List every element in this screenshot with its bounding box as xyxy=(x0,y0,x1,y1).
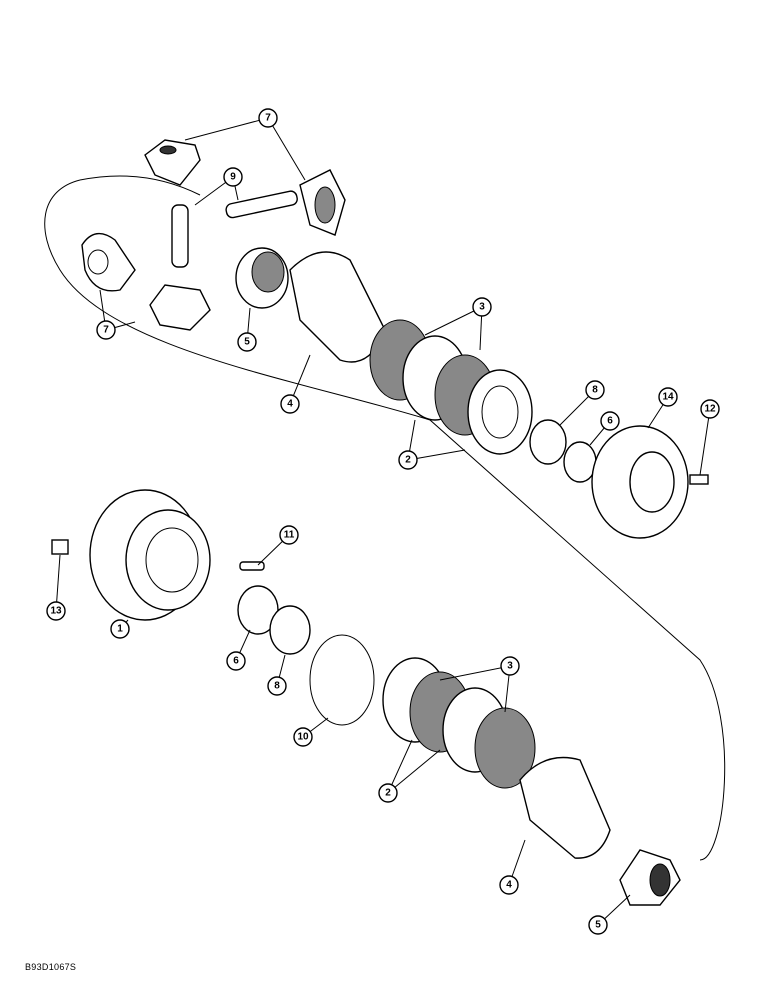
flange-hub-14 xyxy=(591,425,689,539)
callout-8: 8 xyxy=(585,380,605,400)
callout-number: 3 xyxy=(479,302,485,313)
washer-8-bottom xyxy=(269,605,311,655)
callout-number: 8 xyxy=(274,681,280,692)
callout-6: 6 xyxy=(226,651,246,671)
callout-14: 14 xyxy=(658,387,678,407)
leader-line xyxy=(267,117,306,181)
side-gear-top xyxy=(144,139,201,186)
callout-number: 8 xyxy=(592,385,598,396)
callout-number: 2 xyxy=(385,788,391,799)
housing-1 xyxy=(89,489,211,621)
callout-6: 6 xyxy=(600,411,620,431)
gear-5-top xyxy=(235,247,289,309)
bolt-12 xyxy=(689,474,709,485)
callout-number: 7 xyxy=(265,113,271,124)
clutch-pack-top xyxy=(369,319,533,455)
callout-9: 9 xyxy=(223,167,243,187)
leader-line xyxy=(424,306,483,336)
pinion-gear-right xyxy=(299,169,346,236)
callout-number: 7 xyxy=(103,325,109,336)
callout-1: 1 xyxy=(110,619,130,639)
callout-number: 6 xyxy=(233,656,239,667)
callout-number: 14 xyxy=(662,392,674,403)
callout-number: 9 xyxy=(230,172,236,183)
callout-number: 12 xyxy=(704,404,716,415)
callout-7: 7 xyxy=(96,320,116,340)
callout-number: 3 xyxy=(507,661,513,672)
pinion-gear-left xyxy=(81,232,136,292)
callout-2: 2 xyxy=(398,450,418,470)
drawing-reference-code: B93D1067S xyxy=(25,962,77,972)
clutch-pack-bottom xyxy=(382,657,536,789)
callout-12: 12 xyxy=(700,399,720,419)
callout-number: 5 xyxy=(595,920,601,931)
leader-line xyxy=(184,117,269,141)
callout-number: 4 xyxy=(287,399,293,410)
callout-10: 10 xyxy=(293,727,313,747)
leader-line xyxy=(699,408,711,476)
callout-2: 2 xyxy=(378,783,398,803)
callout-number: 10 xyxy=(297,732,309,743)
callout-number: 4 xyxy=(506,880,512,891)
washers-top xyxy=(529,419,597,483)
callout-11: 11 xyxy=(279,525,299,545)
housing-4-top xyxy=(289,251,386,363)
callout-4: 4 xyxy=(499,875,519,895)
callout-number: 11 xyxy=(284,530,295,541)
callout-number: 2 xyxy=(405,455,411,466)
callout-5: 5 xyxy=(588,915,608,935)
callout-3: 3 xyxy=(472,297,492,317)
side-gear-bottom xyxy=(149,284,211,331)
callout-8: 8 xyxy=(267,676,287,696)
gear-5-bottom xyxy=(619,849,681,906)
housing-4-bottom xyxy=(519,756,611,859)
callout-13: 13 xyxy=(46,601,66,621)
housing-outline xyxy=(44,179,726,861)
callout-number: 1 xyxy=(117,624,123,635)
callout-4: 4 xyxy=(280,394,300,414)
leader-line xyxy=(387,749,441,794)
callout-number: 13 xyxy=(50,606,62,617)
cross-shaft-9 xyxy=(171,190,298,268)
snap-ring-10 xyxy=(309,634,375,726)
callout-3: 3 xyxy=(500,656,520,676)
pin-11 xyxy=(239,561,265,571)
callout-7: 7 xyxy=(258,108,278,128)
callout-5: 5 xyxy=(237,332,257,352)
bolt-13 xyxy=(51,539,69,555)
callout-number: 5 xyxy=(244,337,250,348)
leader-line xyxy=(439,665,511,681)
callout-number: 6 xyxy=(607,416,613,427)
